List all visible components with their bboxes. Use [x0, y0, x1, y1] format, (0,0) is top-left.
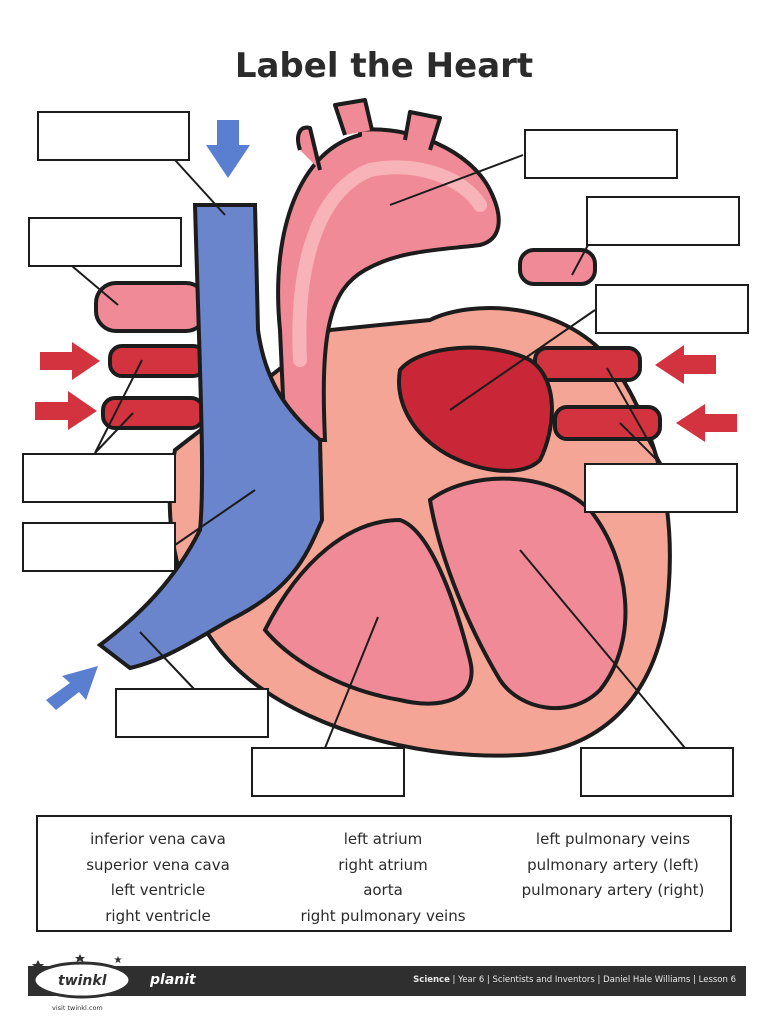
label-box-superior-vena-cava[interactable] [37, 111, 190, 161]
footer-details: | Year 6 | Scientists and Inventors | Da… [449, 975, 736, 985]
left-ventricle-chamber [427, 476, 628, 711]
label-box-pulmonary-artery-left[interactable] [586, 196, 740, 246]
label-box-left-ventricle[interactable] [580, 747, 734, 797]
pulmonary-artery-right-vessel [94, 281, 208, 333]
word-bank-column-2: left atrium right atrium aorta right pul… [283, 827, 483, 929]
word-bank-item: aorta [363, 881, 403, 899]
footer-subject: Science [413, 975, 450, 985]
label-box-right-ventricle[interactable] [251, 747, 405, 797]
label-box-inferior-vena-cava[interactable] [115, 688, 269, 738]
word-bank-column-1: inferior vena cava superior vena cava le… [58, 827, 258, 929]
footer-bar: Science | Year 6 | Scientists and Invent… [28, 966, 746, 996]
blood-flow-arrow-up-icon [46, 666, 98, 710]
leader-lines [71, 154, 686, 749]
aorta-branches [296, 98, 442, 171]
word-bank-item: left atrium [343, 830, 423, 848]
vena-cava-vessel [96, 203, 325, 671]
red-arrow-right-icon-2 [35, 391, 97, 430]
footer-lesson-info: Science | Year 6 | Scientists and Invent… [413, 975, 736, 985]
red-arrow-left-icon-1 [655, 345, 716, 384]
right-ventricle-chamber [262, 517, 474, 706]
word-bank-item: right pulmonary veins [300, 906, 466, 925]
blood-flow-arrow-down-icon [206, 120, 250, 178]
word-bank-item: pulmonary artery (right) [521, 881, 705, 899]
word-bank-item: right ventricle [105, 906, 211, 925]
twinkl-logo-icon [32, 954, 132, 999]
word-bank-item: left ventricle [110, 881, 206, 899]
label-box-left-atrium[interactable] [595, 284, 749, 334]
word-bank: inferior vena cava superior vena cava le… [36, 815, 732, 932]
red-arrow-left-icon-2 [676, 404, 737, 442]
red-arrow-right-icon-1 [40, 342, 100, 380]
left-pulmonary-vein-upper [533, 346, 642, 382]
word-bank-item: inferior vena cava [90, 830, 226, 848]
word-bank-item: left pulmonary veins [535, 830, 691, 848]
label-box-left-pulmonary-veins[interactable] [584, 463, 738, 513]
word-bank-item: right atrium [338, 855, 428, 874]
planit-brand: planit [150, 972, 196, 988]
left-atrium-chamber [397, 345, 554, 473]
label-box-pulmonary-artery-right[interactable] [28, 217, 182, 267]
page-title: Label the Heart [234, 46, 534, 86]
label-box-right-atrium[interactable] [22, 522, 176, 572]
pulmonary-artery-left-vessel [518, 248, 597, 286]
visit-url[interactable]: visit twinkl.com [52, 1004, 103, 1012]
label-box-aorta[interactable] [524, 129, 678, 179]
word-bank-item: pulmonary artery (left) [527, 855, 699, 874]
right-pulmonary-vein-lower [101, 396, 205, 430]
label-box-right-pulmonary-veins[interactable] [22, 453, 176, 503]
right-pulmonary-vein-upper [108, 344, 207, 378]
twinkl-brand: twinkl [58, 973, 107, 989]
word-bank-item: superior vena cava [86, 855, 230, 874]
word-bank-column-3: left pulmonary veins pulmonary artery (l… [508, 827, 718, 904]
